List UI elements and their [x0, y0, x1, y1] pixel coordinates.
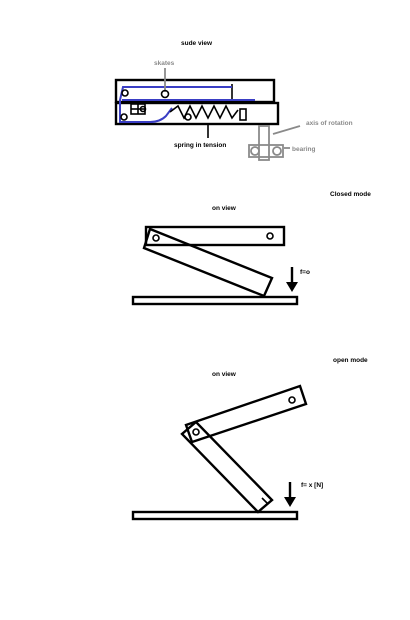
skate-rail [119, 86, 232, 123]
axis-leader [272, 125, 301, 135]
closed-on-view-label: on view [212, 205, 237, 212]
open-mode-view: open mode on view f= x [N] [131, 357, 368, 521]
bearing-ball-left [250, 146, 260, 156]
side-wheel-2 [160, 89, 170, 99]
spring-label: spring in tension [174, 142, 226, 149]
closed-top-plate [144, 225, 286, 247]
bearing-body [248, 144, 284, 158]
closed-force-head [286, 282, 298, 292]
open-on-view-label: on view [212, 371, 237, 378]
open-force-label: f= x [N] [301, 482, 323, 489]
open-upper-arm [184, 384, 308, 444]
bearing-stem [258, 125, 270, 161]
open-mode-title: open mode [333, 357, 368, 364]
closed-mode-title: Closed mode [330, 191, 371, 198]
bottom-plate [114, 101, 280, 126]
side-view: sude view skates spring in tension [114, 40, 353, 161]
top-plate [114, 78, 276, 104]
side-wheel-3 [120, 113, 128, 121]
open-lower-pivot [192, 428, 200, 436]
hinge-bolt [139, 105, 147, 113]
closed-top-pivot [266, 232, 274, 240]
bearing-label: bearing [292, 146, 316, 153]
bearing-ball-right [272, 146, 282, 156]
side-view-title: sude view [181, 40, 213, 47]
closed-force-label: f=o [300, 269, 310, 276]
open-ground-bar [131, 510, 299, 521]
spring [169, 104, 239, 120]
open-upper-pivot [288, 396, 296, 404]
closed-arm [142, 227, 274, 298]
closed-mode-view: Closed mode on view f=o [131, 191, 371, 306]
open-force-head [284, 497, 296, 507]
skates-label: skates [154, 60, 175, 67]
axis-label: axis of rotation [306, 120, 353, 127]
side-wheel-1 [121, 89, 129, 97]
closed-arm-pivot [152, 234, 160, 242]
closed-ground-bar [131, 295, 299, 306]
open-foot-detail [261, 497, 269, 505]
right-stop [239, 108, 247, 121]
